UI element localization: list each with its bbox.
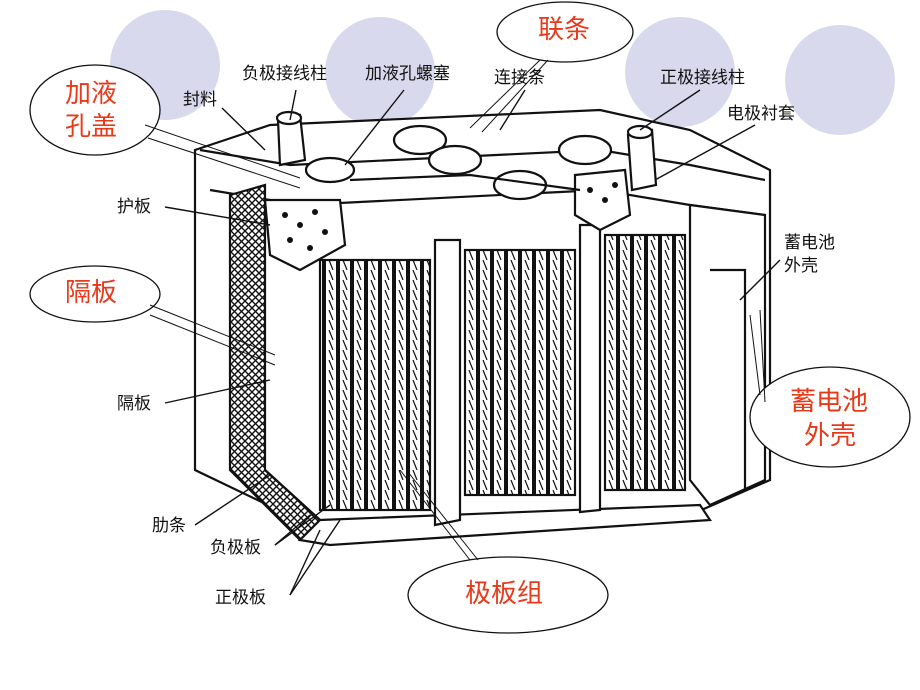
label-electrode-bushing: 电极衬套: [727, 104, 795, 124]
label-leaders: [164, 89, 781, 596]
callout-leaders: [144, 59, 766, 561]
label-filler-plug: 加液孔螺塞: [365, 64, 450, 84]
callout-battery-case-line2: 外壳: [804, 421, 857, 451]
battery-drawing: [193, 108, 772, 547]
callout-battery-case-line1: 蓄电池: [790, 387, 869, 417]
guard-plate-dots: [282, 182, 618, 251]
callout-ellipses: [29, 1, 911, 634]
callout-separator: 隔板: [65, 278, 118, 308]
label-negative-terminal: 负极接线柱: [242, 64, 327, 84]
callout-filler-cap-line2: 孔盖: [65, 112, 118, 142]
label-connector-strip: 连接条: [494, 68, 545, 88]
label-guard-plate: 护板: [117, 197, 151, 217]
label-negative-plate: 负极板: [210, 538, 261, 558]
callout-link-bar: 联条: [538, 15, 591, 45]
label-positive-terminal: 正极接线柱: [660, 68, 745, 88]
callout-plate-group: 极板组: [465, 579, 544, 609]
label-sealant: 封料: [183, 90, 217, 110]
callout-filler-cap-line1: 加液: [65, 79, 118, 109]
label-positive-plate: 正极板: [215, 588, 266, 608]
label-ribs: 肋条: [152, 516, 186, 536]
label-battery-case: 蓄电池外壳: [784, 233, 835, 276]
label-separator: 隔板: [117, 394, 151, 414]
